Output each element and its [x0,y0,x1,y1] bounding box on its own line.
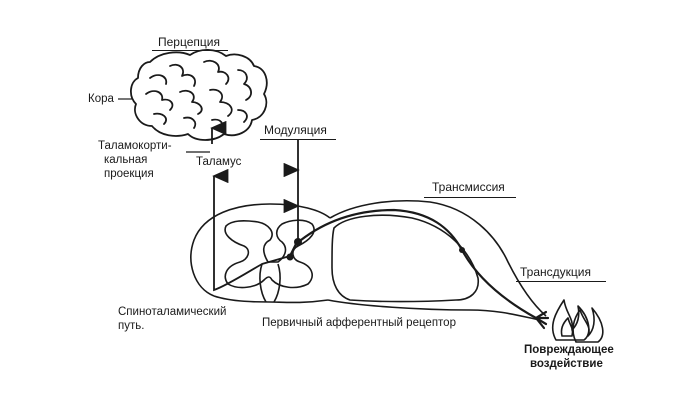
cortex-label: Кора [88,93,114,105]
modulation-underline [260,139,336,140]
thalamus-label: Таламус [196,156,242,168]
afferent-ganglion [327,199,547,321]
perception-underline [152,50,228,51]
synapse-nodes [286,238,465,261]
transmission-label: Трансмиссия [432,180,505,194]
brain-illustration [130,48,268,141]
primary-afferent-fiber [288,208,550,330]
flame-icon [551,299,604,343]
transduction-underline [516,281,606,282]
perception-label: Перцепция [158,35,220,49]
thalamocortical-label-line3: проекция [104,168,154,180]
thalamocortical-label-line1: Таламокорти- [98,140,172,152]
spinothalamic-label-line1: Спиноталамический [118,306,227,318]
transmission-underline [424,197,516,198]
modulation-label: Модуляция [264,123,327,137]
spinothalamic-tract [210,120,291,292]
transduction-label: Трансдукция [520,265,591,279]
damaging-label-line2: воздействие [530,358,603,370]
primary-afferent-label: Первичный афферентный рецептор [262,317,456,329]
damaging-label-line1: Повреждающее [524,344,614,356]
thalamocortical-label-line2: кальная [104,154,148,166]
spinothalamic-label-line2: путь. [118,320,145,332]
spinal-cord-section [190,203,331,304]
